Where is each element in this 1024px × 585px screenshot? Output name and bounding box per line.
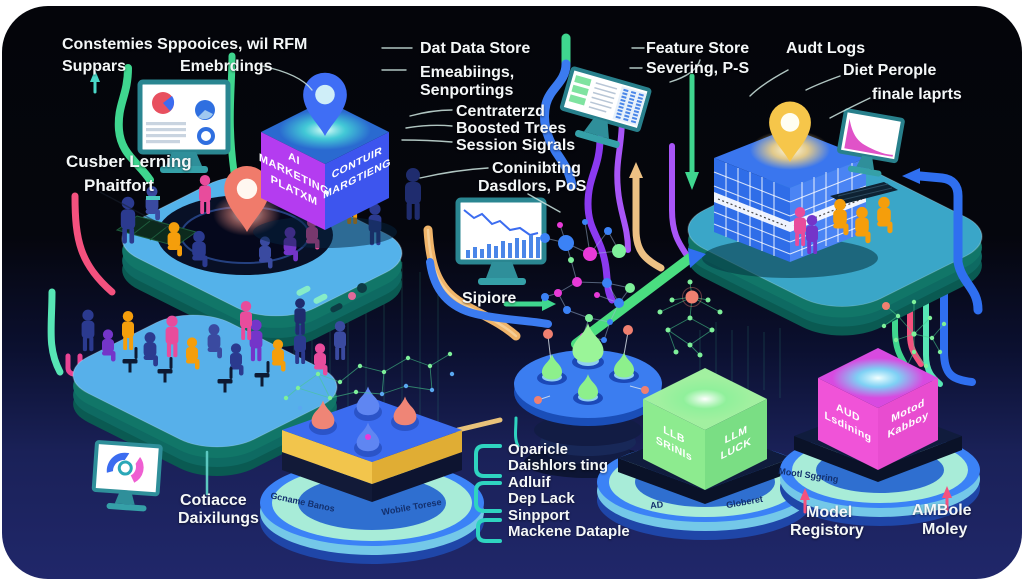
red-location-pin-icon: [224, 166, 270, 232]
bottom-center-list: Oparicle Daishlors ting Adluif Dep Lack …: [508, 441, 630, 540]
label-feature-store-line1: Feature Store: [646, 40, 750, 57]
llm-cube-platform: AD Globeret LLB SRiNls LLM LUCK: [597, 368, 813, 540]
label-model-registry-line1: Model: [806, 504, 853, 521]
list-item: Sinpport: [508, 506, 570, 524]
label-top-left-line2: Suppars: [62, 58, 127, 75]
pink-up-arrows: [800, 486, 952, 514]
label-combining-line1: Coninibting: [492, 160, 581, 177]
label-diet-people: Diet Perople: [843, 62, 937, 79]
marketing-cube-left-text-1: AI: [288, 150, 300, 168]
label-session-signals: Session Sigrals: [456, 137, 576, 154]
label-model-registry-line2: Registory: [790, 522, 864, 539]
sipiore-analytics-monitor: [455, 197, 547, 285]
label-amble-line2: Moley: [922, 521, 968, 538]
pipes-foreground: [90, 70, 983, 496]
label-feature-store-line2: Severing, P-S: [646, 60, 750, 77]
yellow-location-pin-icon: [769, 101, 811, 162]
label-cotiacce-line2: Daixilungs: [178, 510, 259, 527]
label-embeddings-line1: Emeabiings,: [420, 64, 515, 81]
pedestal-table: [514, 323, 662, 478]
decline-chart-monitor: [837, 108, 905, 177]
label-combining-line2: Dasdlors, PoS: [478, 178, 587, 195]
list-item: Mackene Dataple: [508, 522, 630, 540]
label-data-store: Dat Data Store: [420, 40, 531, 57]
label-amble-line1: AMBole: [912, 502, 972, 519]
label-audit-logs: Audt Logs: [786, 40, 866, 57]
dashboard-monitor: [137, 79, 231, 173]
llm-ring-left-label: AD: [650, 499, 664, 510]
molecule-network-graph: [540, 219, 635, 343]
label-boosted-trees: Boosted Trees: [456, 120, 567, 137]
label-embeddings: Emebrdings: [180, 58, 273, 75]
label-embeddings-line2: Senportings: [420, 82, 514, 99]
lego-brick-platform: Gcname Banos Wobile Torese: [260, 351, 484, 564]
label-centralized: Centraterzd: [456, 103, 545, 120]
customer-learning-platform: AI MARKETING PLATXM CONTUIR MARGTIENG: [98, 72, 426, 359]
spreadsheet-monitor: [559, 66, 652, 148]
constellation-network-center: [657, 279, 723, 358]
platform-side-buttons: [296, 283, 367, 313]
list-bracket-connectors: [474, 416, 520, 543]
label-finale: finale laprts: [872, 86, 962, 103]
table-sockets: [537, 323, 639, 405]
list-item: Oparicle: [508, 441, 569, 458]
lego-knobs: [309, 386, 419, 457]
feature-store-platform: [664, 101, 1006, 347]
swirl-logo-monitor: [91, 440, 163, 512]
label-top-left-line1: Constemies Sppooices, wil RFM: [62, 36, 308, 53]
label-customer-learning-line2: Phaitfort: [84, 176, 154, 195]
blue-location-pin-icon: [303, 72, 347, 136]
label-sipiore: Sipiore: [462, 290, 517, 307]
people-group-top-left: [120, 168, 421, 269]
lego-network-overlay: [283, 351, 455, 411]
ai-marketing-platform-cube: AI MARKETING PLATXM CONTUIR MARGTIENG: [253, 72, 397, 248]
leader-lines: [99, 47, 871, 229]
list-item: Daishlors ting: [508, 457, 609, 475]
list-item: Dep Lack: [508, 490, 575, 508]
list-item: Adluif: [508, 473, 551, 491]
label-cotiacce-line1: Cotiacce: [180, 492, 247, 509]
label-customer-learning-line1: Cusber Lerning: [66, 152, 192, 171]
model-registry-platform: Mootl Sggring AUD Lsdining Motod Kabboy: [778, 348, 980, 526]
constellation-network-right: [881, 299, 947, 371]
